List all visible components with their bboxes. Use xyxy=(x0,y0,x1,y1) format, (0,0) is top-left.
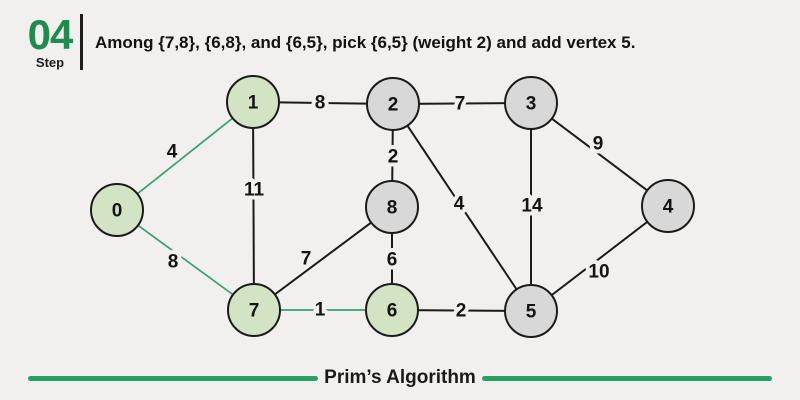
footer-rule-left xyxy=(28,376,318,381)
step-description: Among {7,8}, {6,8}, and {6,5}, pick {6,5… xyxy=(95,33,636,52)
node-2: 2 xyxy=(366,77,420,131)
edge-weight-3-5: 14 xyxy=(521,196,543,217)
footer-rule-right xyxy=(482,376,772,381)
node-0: 0 xyxy=(90,183,144,237)
node-5: 5 xyxy=(504,284,558,338)
node-4: 4 xyxy=(641,179,695,233)
step-number: 04 xyxy=(27,11,74,58)
node-8: 8 xyxy=(365,180,419,234)
edge-weight-3-4: 9 xyxy=(593,134,604,155)
node-3-label: 3 xyxy=(526,94,537,115)
node-8-circle xyxy=(365,180,419,234)
step-badge: 04 Step xyxy=(26,11,74,71)
node-0-label: 0 xyxy=(112,201,123,222)
node-4-circle xyxy=(641,179,695,233)
node-2-label: 2 xyxy=(388,95,399,116)
edge-0-1 xyxy=(116,101,254,211)
edge-weight-0-7: 8 xyxy=(168,252,179,273)
node-7: 7 xyxy=(227,283,281,337)
edge-5-4 xyxy=(530,205,669,312)
edge-0-7 xyxy=(116,209,255,311)
edge-7-8 xyxy=(253,206,393,311)
node-1: 1 xyxy=(226,75,280,129)
edge-2-5 xyxy=(392,103,532,312)
edge-weight-1-2: 8 xyxy=(315,93,326,114)
edge-weight-7-8: 7 xyxy=(301,249,312,270)
edge-weight-2-5: 4 xyxy=(454,194,465,215)
node-6-label: 6 xyxy=(387,301,398,322)
edge-weight-0-1: 4 xyxy=(167,142,178,163)
edge-weight-5-4: 10 xyxy=(588,262,609,283)
node-6-circle xyxy=(365,283,419,337)
node-5-label: 5 xyxy=(526,302,537,323)
footer-title: Prim’s Algorithm xyxy=(324,367,476,388)
edge-3-4 xyxy=(530,102,669,207)
node-4-label: 4 xyxy=(663,197,674,218)
node-6: 6 xyxy=(365,283,419,337)
node-7-label: 7 xyxy=(249,301,260,322)
edge-weight-2-3: 7 xyxy=(455,94,466,115)
node-1-label: 1 xyxy=(248,93,259,114)
node-5-circle xyxy=(504,284,558,338)
node-0-circle xyxy=(90,183,144,237)
edge-weight-6-5: 2 xyxy=(456,301,467,322)
node-7-circle xyxy=(227,283,281,337)
edge-weight-2-8: 2 xyxy=(388,147,399,168)
node-3-circle xyxy=(504,76,558,130)
edge-1-7 xyxy=(252,101,255,311)
node-2-circle xyxy=(366,77,420,131)
node-1-circle xyxy=(226,75,280,129)
step-label: Step xyxy=(35,55,65,71)
node-3: 3 xyxy=(504,76,558,130)
edge-weight-1-7: 11 xyxy=(244,180,265,201)
edge-weight-7-6: 1 xyxy=(315,300,326,321)
node-8-label: 8 xyxy=(387,198,398,219)
header-divider xyxy=(80,14,83,70)
edge-weight-8-6: 6 xyxy=(387,250,398,271)
